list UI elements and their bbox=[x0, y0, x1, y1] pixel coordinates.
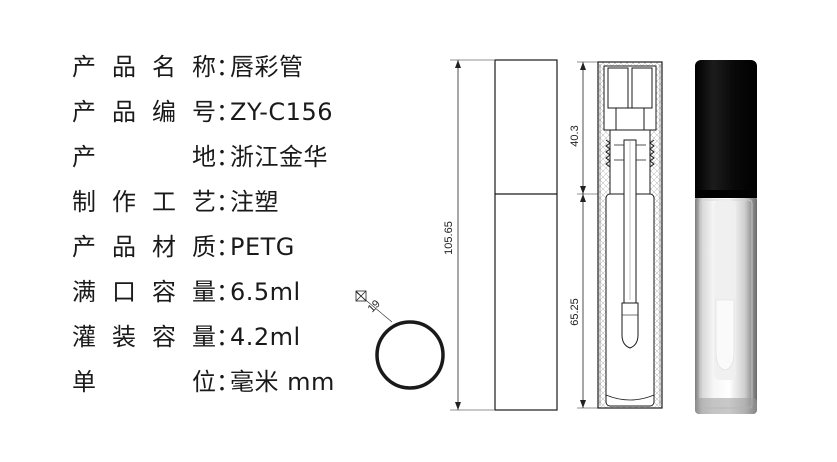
dimension-body-label: 65.25 bbox=[569, 298, 581, 326]
spec-label: 产品名称 bbox=[72, 53, 216, 81]
spec-label: 灌装容量 bbox=[72, 323, 216, 351]
spec-label: 产品编号 bbox=[72, 98, 216, 126]
dimension-cap-label: 40.3 bbox=[569, 125, 581, 146]
product-render bbox=[695, 60, 757, 414]
spec-label: 制作工艺 bbox=[72, 188, 216, 216]
spec-label: 单 位 bbox=[72, 368, 216, 396]
dimension-total-height: 105.65 bbox=[443, 59, 494, 411]
diameter-icon bbox=[355, 290, 367, 302]
spec-value: 6.5ml bbox=[230, 278, 301, 306]
spec-row-material: 产品材质：PETG bbox=[72, 232, 295, 262]
dimension-section: 40.3 65.25 bbox=[569, 61, 598, 409]
spec-row-process: 制作工艺：注塑 bbox=[72, 187, 279, 217]
spec-row-name: 产品名称：唇彩管 bbox=[72, 52, 304, 82]
spec-value: 浙江金华 bbox=[230, 143, 328, 171]
dimension-total-label: 105.65 bbox=[443, 221, 455, 255]
spec-row-unit: 单 位：毫米 mm bbox=[72, 367, 335, 397]
spec-value: ZY-C156 bbox=[230, 98, 333, 126]
spec-row-full-capacity: 满口容量：6.5ml bbox=[72, 277, 301, 307]
spec-label: 产 地 bbox=[72, 143, 216, 171]
spec-row-fill-capacity: 灌装容量：4.2ml bbox=[72, 322, 301, 352]
spec-value: 4.2ml bbox=[230, 323, 301, 351]
spec-label: 满口容量 bbox=[72, 278, 216, 306]
spec-row-origin: 产 地：浙江金华 bbox=[72, 142, 328, 172]
spec-value: 唇彩管 bbox=[230, 53, 304, 81]
top-view-circle: 19 bbox=[355, 290, 445, 390]
spec-row-code: 产品编号：ZY-C156 bbox=[72, 97, 333, 127]
spec-value: 注塑 bbox=[230, 188, 279, 216]
spec-value: PETG bbox=[230, 233, 295, 261]
spec-value: 毫米 mm bbox=[230, 368, 335, 396]
cross-section-view bbox=[597, 61, 663, 409]
spec-label: 产品材质 bbox=[72, 233, 216, 261]
side-view-outline bbox=[494, 59, 558, 411]
